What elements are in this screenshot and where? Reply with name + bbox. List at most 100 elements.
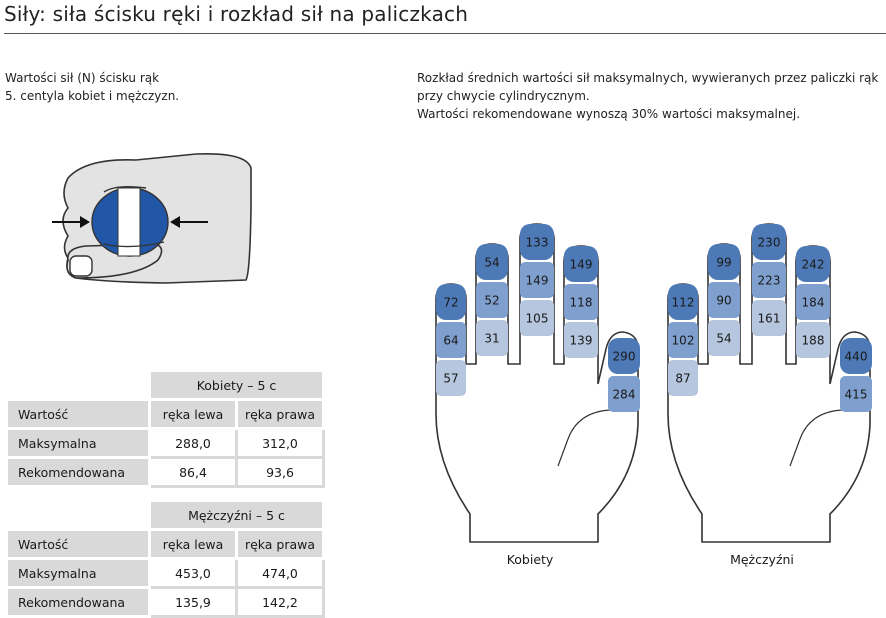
ring-finger-value-1: 99 (716, 256, 731, 270)
index-finger-segment-2 (796, 284, 830, 320)
title-divider (4, 33, 886, 34)
column-header: Wartość (5, 398, 151, 430)
ring-finger-value-1: 54 (484, 256, 499, 270)
row-label: Rekomendowana (5, 586, 151, 618)
table-women: Kobiety – 5 c Wartość ręka lewa ręka pra… (5, 369, 325, 488)
middle-finger-segment-1 (752, 224, 786, 260)
middle-finger-value-3: 105 (526, 312, 549, 326)
cell-right: 142,2 (235, 586, 325, 618)
index-finger-value-1: 149 (570, 258, 593, 272)
middle-finger-segment-2 (520, 262, 554, 298)
index-finger-segment-1 (796, 246, 830, 282)
column-header: ręka prawa (235, 398, 325, 430)
middle-finger-value-2: 149 (526, 274, 549, 288)
column-header: ręka lewa (148, 528, 238, 560)
middle-finger-segment-3 (752, 300, 786, 336)
table-row: Rekomendowana 86,4 93,6 (5, 456, 325, 488)
index-finger-segment-3 (796, 322, 830, 358)
table-group-header: Mężczyźni – 5 c (148, 499, 325, 531)
grip-illustration (52, 152, 252, 284)
little-finger-segment-1 (668, 284, 698, 320)
intro-right-line-3: Wartości rekomendowane wynoszą 30% warto… (417, 107, 801, 121)
palm-crease (557, 409, 611, 467)
little-finger-value-1: 112 (672, 296, 695, 310)
row-label: Maksymalna (5, 557, 151, 589)
little-finger-value-3: 87 (675, 372, 690, 386)
ring-finger-value-3: 31 (484, 332, 499, 346)
cell-left: 288,0 (148, 427, 238, 459)
row-label: Maksymalna (5, 427, 151, 459)
ring-finger-segment-2 (708, 282, 740, 318)
index-finger-segment-3 (564, 322, 598, 358)
intro-right-line-2: przy chwycie cylindrycznym. (417, 89, 590, 103)
index-finger-value-3: 188 (802, 334, 825, 348)
force-arrowhead-left (80, 216, 90, 228)
force-arrowhead-right (170, 216, 180, 228)
index-finger-value-2: 118 (570, 296, 593, 310)
hand-caption-men: Mężczyźni (730, 552, 794, 567)
little-finger-value-1: 72 (443, 296, 458, 310)
cell-left: 453,0 (148, 557, 238, 589)
row-label: Rekomendowana (5, 456, 151, 488)
table-group-header: Kobiety – 5 c (148, 369, 325, 401)
little-finger-segment-3 (668, 360, 698, 396)
cell-left: 135,9 (148, 586, 238, 618)
table-row: Rekomendowana 135,9 142,2 (5, 586, 325, 618)
finger-curl (103, 185, 147, 193)
little-finger-value-2: 64 (443, 334, 458, 348)
ring-finger-segment-1 (476, 244, 508, 280)
column-header: ręka prawa (235, 528, 325, 560)
intro-right-line-1: Rozkład średnich wartości sił maksymalny… (417, 71, 879, 85)
thumb-segment-2 (608, 376, 640, 412)
middle-finger-value-1: 230 (758, 236, 781, 250)
column-header: ręka lewa (148, 398, 238, 430)
table-row: Maksymalna 288,0 312,0 (5, 427, 325, 459)
little-finger-segment-3 (436, 360, 466, 396)
table-row: Maksymalna 453,0 474,0 (5, 557, 325, 589)
little-finger-value-3: 57 (443, 372, 458, 386)
little-finger-segment-1 (436, 284, 466, 320)
middle-finger-value-3: 161 (758, 312, 781, 326)
intro-left-line-1: Wartości sił (N) ścisku rąk (5, 71, 160, 85)
grip-cylinder-band (117, 187, 141, 257)
intro-left: Wartości sił (N) ścisku rąk 5. centyla k… (5, 69, 179, 105)
hand-caption-women: Kobiety (506, 552, 554, 567)
ring-finger-segment-3 (476, 320, 508, 356)
little-finger-segment-2 (668, 322, 698, 358)
intro-left-line-2: 5. centyla kobiet i mężczyzn. (5, 89, 180, 103)
column-header: Wartość (5, 528, 151, 560)
cell-right: 93,6 (235, 456, 325, 488)
ring-finger-segment-1 (708, 244, 740, 280)
index-finger-value-1: 242 (802, 258, 825, 272)
ring-finger-segment-2 (476, 282, 508, 318)
ring-finger-value-3: 54 (716, 332, 731, 346)
middle-finger-segment-1 (520, 224, 554, 260)
ring-finger-value-2: 52 (484, 294, 499, 308)
ring-finger-segment-3 (708, 320, 740, 356)
middle-finger-value-2: 223 (758, 274, 781, 288)
thumb-segment-1 (840, 338, 872, 374)
finger-curl (103, 241, 165, 248)
page-title: Siły: siła ścisku ręki i rozkład sił na … (4, 2, 469, 26)
thumb-value-2: 284 (613, 388, 636, 402)
index-finger-segment-1 (564, 246, 598, 282)
palm-crease (789, 409, 843, 467)
middle-finger-segment-2 (752, 262, 786, 298)
middle-finger-value-1: 133 (526, 236, 549, 250)
little-finger-segment-2 (436, 322, 466, 358)
little-finger-value-2: 102 (672, 334, 695, 348)
table-men: Mężczyźni – 5 c Wartość ręka lewa ręka p… (5, 499, 325, 618)
thumb-value-1: 290 (613, 350, 636, 364)
index-finger-segment-2 (564, 284, 598, 320)
thumb-segment-2 (840, 376, 872, 412)
index-finger-value-2: 184 (802, 296, 825, 310)
thumb-value-1: 440 (845, 350, 868, 364)
cell-right: 312,0 (235, 427, 325, 459)
middle-finger-segment-3 (520, 300, 554, 336)
cell-left: 86,4 (148, 456, 238, 488)
ring-finger-value-2: 90 (716, 294, 731, 308)
thumb-segment-1 (608, 338, 640, 374)
hand-diagram-women: 72 64 57 54 52 31 133 149 105 149 118 139 290 284 (435, 223, 640, 543)
index-finger-value-3: 139 (570, 334, 593, 348)
